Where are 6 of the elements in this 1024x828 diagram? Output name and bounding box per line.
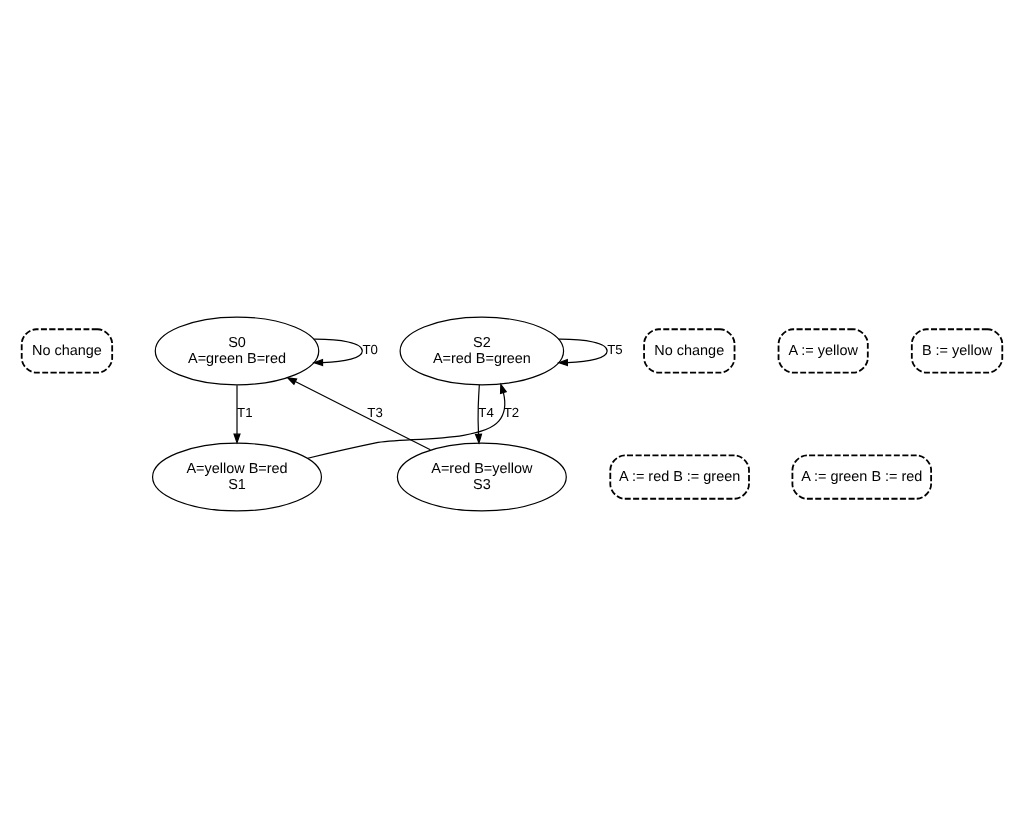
arrow [312, 338, 363, 367]
arrow [474, 384, 483, 445]
arrow [557, 338, 608, 367]
arrow [307, 382, 508, 459]
arrow [286, 376, 431, 451]
arrow [233, 384, 241, 445]
